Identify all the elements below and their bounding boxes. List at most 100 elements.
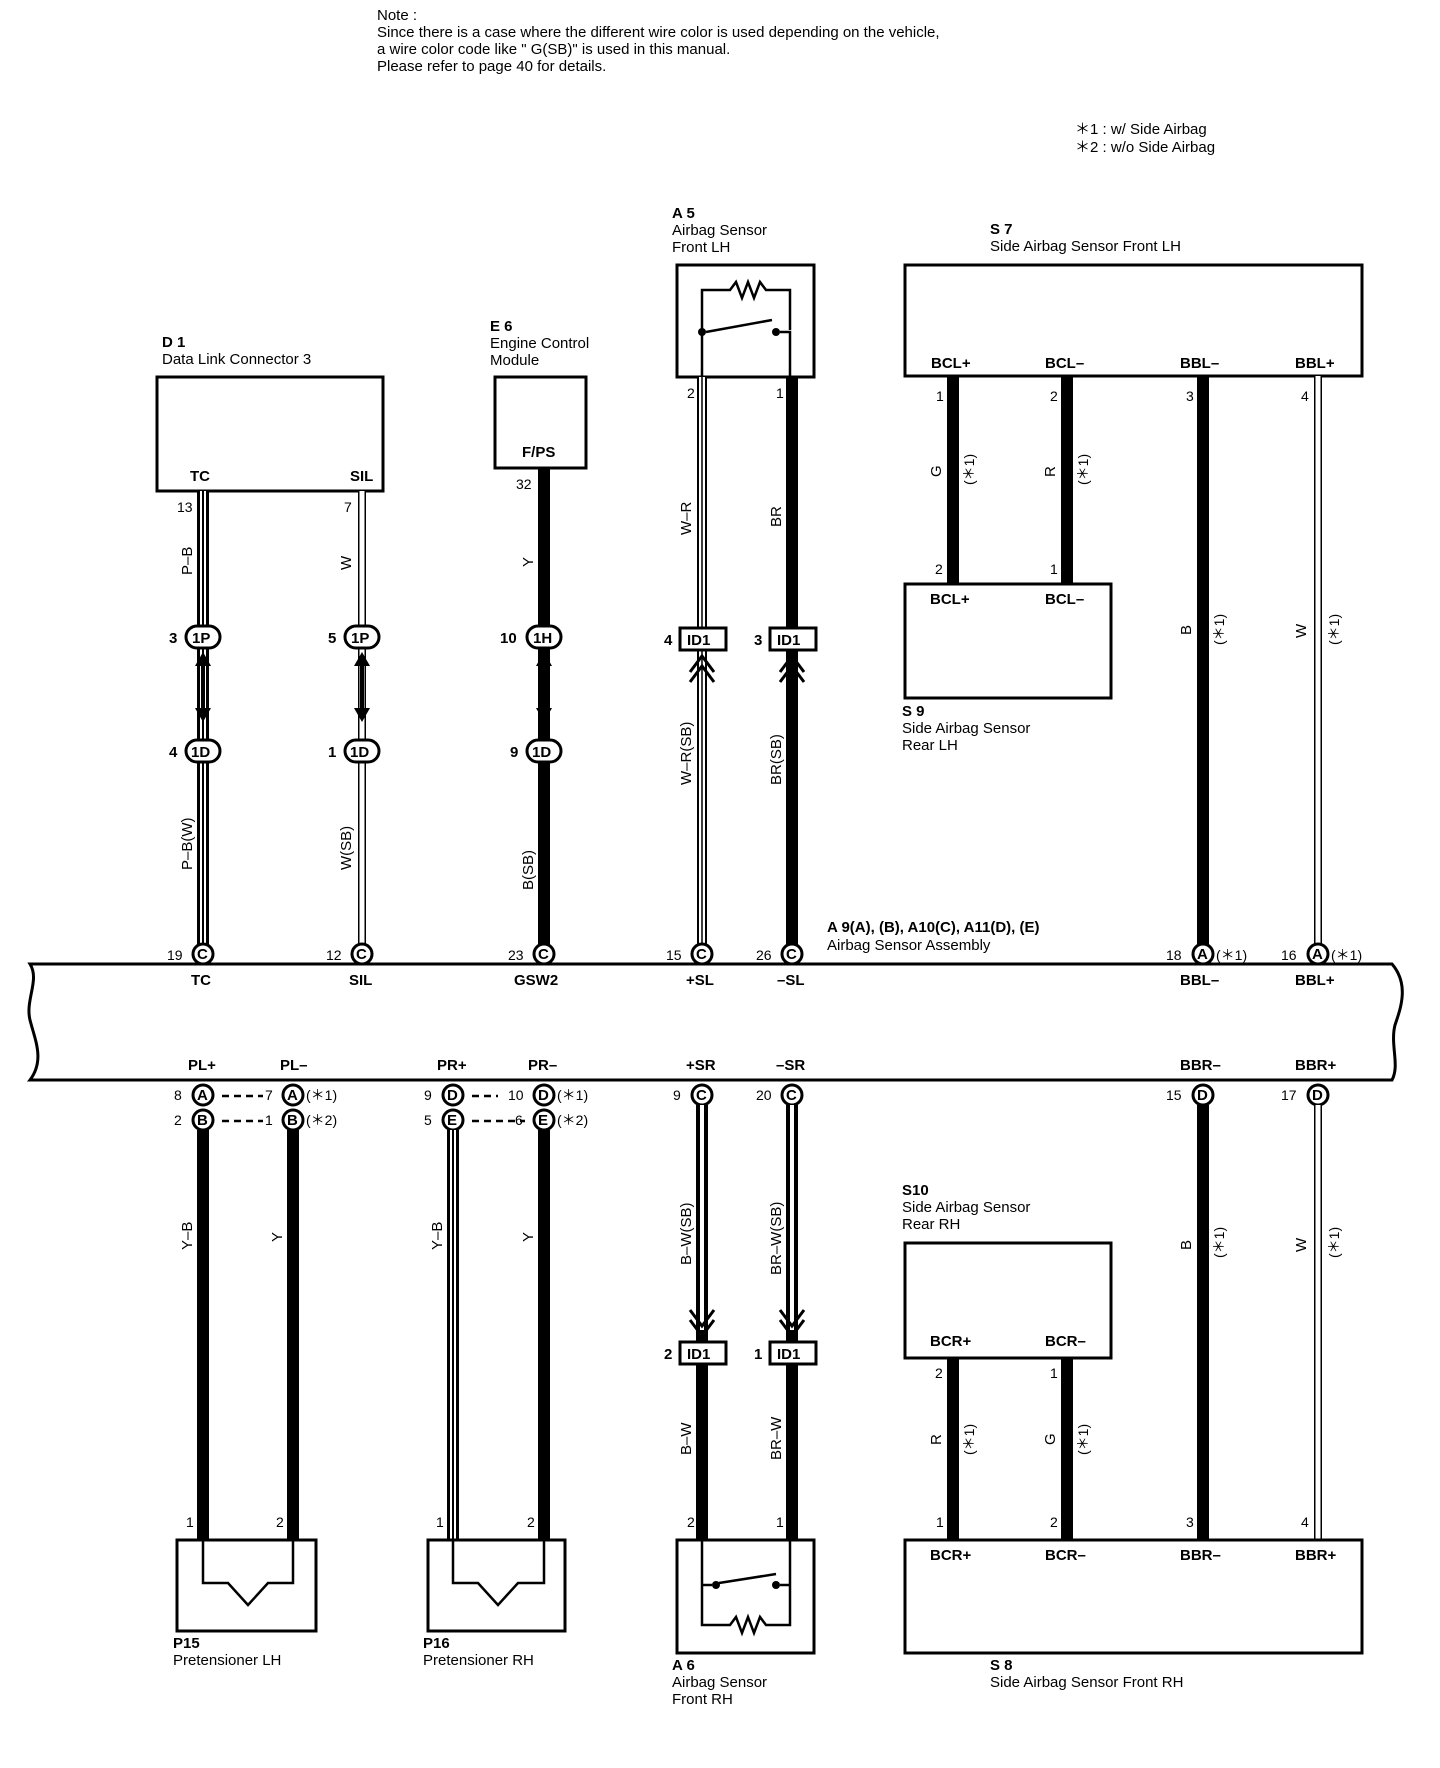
svg-text:1: 1 bbox=[436, 1514, 444, 1530]
label-tc-up: P–B bbox=[179, 547, 196, 575]
svg-text:6: 6 bbox=[515, 1112, 523, 1128]
svg-text:1D: 1D bbox=[532, 744, 551, 761]
s10-code: S10 bbox=[902, 1182, 929, 1199]
junction-1d-fps bbox=[525, 738, 563, 764]
label-a5-1: BR bbox=[768, 506, 785, 527]
svg-text:2: 2 bbox=[527, 1514, 535, 1530]
p15-code: P15 bbox=[173, 1635, 200, 1652]
svg-text:(＊1): (＊1) bbox=[1211, 1227, 1227, 1258]
svg-text:1P: 1P bbox=[351, 630, 369, 647]
label-bbl-plus: W bbox=[1293, 623, 1310, 638]
assembly-bottom-pins: A 8 A 7 (＊1) D 9 D 10 (＊1) C 9 C 20 D 15… bbox=[174, 1083, 1330, 1132]
svg-text:15: 15 bbox=[666, 947, 682, 963]
p16-squib bbox=[451, 1540, 546, 1607]
svg-text:ID1: ID1 bbox=[777, 1346, 800, 1363]
s7-pin-num-3: 3 bbox=[1186, 388, 1194, 404]
label-s7-2: R bbox=[1042, 466, 1059, 477]
svg-text:1H: 1H bbox=[533, 630, 552, 647]
svg-text:B–W(SB): B–W(SB) bbox=[678, 1202, 695, 1265]
label-s7-1: G bbox=[928, 465, 945, 477]
svg-text:(＊1): (＊1) bbox=[1326, 1227, 1342, 1258]
a9-name: Airbag Sensor Assembly bbox=[827, 937, 991, 954]
mark-bbl-minus: (＊1) bbox=[1211, 614, 1227, 645]
label-fps-up: Y bbox=[520, 557, 537, 567]
s9-pin-num-2: 2 bbox=[935, 561, 943, 577]
a6-name-1: Airbag Sensor bbox=[672, 1674, 767, 1691]
s9-pin-num-1: 1 bbox=[1050, 561, 1058, 577]
svg-text:BCR–: BCR– bbox=[1045, 1333, 1086, 1350]
legend-item-1: ＊1 : w/ Side Airbag bbox=[1075, 121, 1207, 138]
lower-junctions: ID1 2 ID1 1 bbox=[664, 1309, 818, 1366]
mark-s7-1: (＊1) bbox=[961, 454, 977, 485]
svg-text:12: 12 bbox=[326, 947, 342, 963]
assembly-body bbox=[27, 962, 1404, 1082]
s10-name-2: Rear RH bbox=[902, 1216, 960, 1233]
a5-box bbox=[675, 263, 816, 379]
a6-box bbox=[675, 1538, 816, 1655]
assembly-pin-tc: TC bbox=[191, 972, 211, 989]
s8-code: S 8 bbox=[990, 1657, 1013, 1674]
p16-code: P16 bbox=[423, 1635, 450, 1652]
svg-text:BCR+: BCR+ bbox=[930, 1333, 971, 1350]
d1-pin-sil: SIL bbox=[350, 468, 373, 485]
id1-pin-2: 2 bbox=[664, 1346, 672, 1363]
d1-pin-num-7: 7 bbox=[344, 499, 352, 515]
j1d-pin-9: 9 bbox=[510, 744, 518, 761]
svg-text:–SR: –SR bbox=[776, 1057, 805, 1074]
s10-box bbox=[903, 1241, 1113, 1360]
svg-text:5: 5 bbox=[424, 1112, 432, 1128]
svg-text:D: D bbox=[1312, 1087, 1323, 1104]
svg-text:(＊2): (＊2) bbox=[557, 1112, 588, 1128]
svg-text:C: C bbox=[696, 1087, 707, 1104]
lower-wire-labels: Y–B Y Y–B Y B–W(SB) BR–W(SB) B–W BR–W R … bbox=[179, 1202, 1342, 1460]
s7-box bbox=[903, 263, 1364, 378]
svg-text:Y: Y bbox=[269, 1232, 286, 1242]
p15-box bbox=[175, 1538, 318, 1633]
svg-text:G: G bbox=[1042, 1433, 1059, 1445]
a9-code: A 9(A), (B), A10(C), A11(D), (E) bbox=[827, 919, 1040, 936]
label-sil-up: W bbox=[338, 555, 355, 570]
component-s7: S 7 Side Airbag Sensor Front LH BCL+ BCL… bbox=[903, 221, 1364, 404]
s9-pin-bclm: BCL– bbox=[1045, 591, 1084, 608]
a5-pin-num-2: 2 bbox=[687, 385, 695, 401]
a5-name-2: Front LH bbox=[672, 239, 730, 256]
label-bbl-minus: B bbox=[1178, 625, 1195, 635]
a6-name-2: Front RH bbox=[672, 1691, 733, 1708]
assembly-pin-sil: SIL bbox=[349, 972, 372, 989]
a6-switch bbox=[718, 1572, 777, 1585]
id1-pin-3: 3 bbox=[754, 632, 762, 649]
d1-pin-num-13: 13 bbox=[177, 499, 193, 515]
a5-resistor bbox=[700, 278, 792, 330]
svg-text:BR–W(SB): BR–W(SB) bbox=[768, 1202, 785, 1275]
svg-text:+SR: +SR bbox=[686, 1057, 716, 1074]
junction-id1-a6-1 bbox=[768, 1340, 818, 1366]
junction-id1-a6-2 bbox=[678, 1340, 728, 1366]
a6-resistor bbox=[700, 1540, 792, 1637]
e6-name-2: Module bbox=[490, 352, 539, 369]
svg-text:D: D bbox=[447, 1087, 458, 1104]
component-d1: D 1 Data Link Connector 3 TC SIL 13 7 bbox=[155, 334, 385, 515]
note-line-1: Since there is a case where the differen… bbox=[377, 24, 940, 41]
component-p16: 1 2 P16 Pretensioner RH bbox=[423, 1514, 567, 1669]
svg-text:W: W bbox=[1293, 1237, 1310, 1252]
svg-text:1: 1 bbox=[936, 1514, 944, 1530]
svg-text:C: C bbox=[356, 946, 367, 963]
s9-name-2: Rear LH bbox=[902, 737, 958, 754]
assembly-pin-bbl-plus: BBL+ bbox=[1295, 972, 1335, 989]
a5-switch bbox=[705, 318, 773, 334]
svg-text:C: C bbox=[197, 946, 208, 963]
s10-name-1: Side Airbag Sensor bbox=[902, 1199, 1030, 1216]
svg-text:BBR–: BBR– bbox=[1180, 1057, 1221, 1074]
component-p15: 1 2 P15 Pretensioner LH bbox=[173, 1514, 318, 1669]
svg-text:PL+: PL+ bbox=[188, 1057, 216, 1074]
svg-text:BCR+: BCR+ bbox=[930, 1547, 971, 1564]
svg-text:2: 2 bbox=[276, 1514, 284, 1530]
s7-pin-bclm: BCL– bbox=[1045, 355, 1084, 372]
svg-text:(＊2): (＊2) bbox=[306, 1112, 337, 1128]
junction-1h bbox=[525, 624, 563, 650]
p16-box bbox=[426, 1538, 567, 1633]
component-a5: A 5 Airbag Sensor Front LH 2 1 bbox=[672, 205, 816, 401]
svg-text:2: 2 bbox=[1050, 1514, 1058, 1530]
svg-text:23: 23 bbox=[508, 947, 524, 963]
s7-pin-bblm: BBL– bbox=[1180, 355, 1219, 372]
